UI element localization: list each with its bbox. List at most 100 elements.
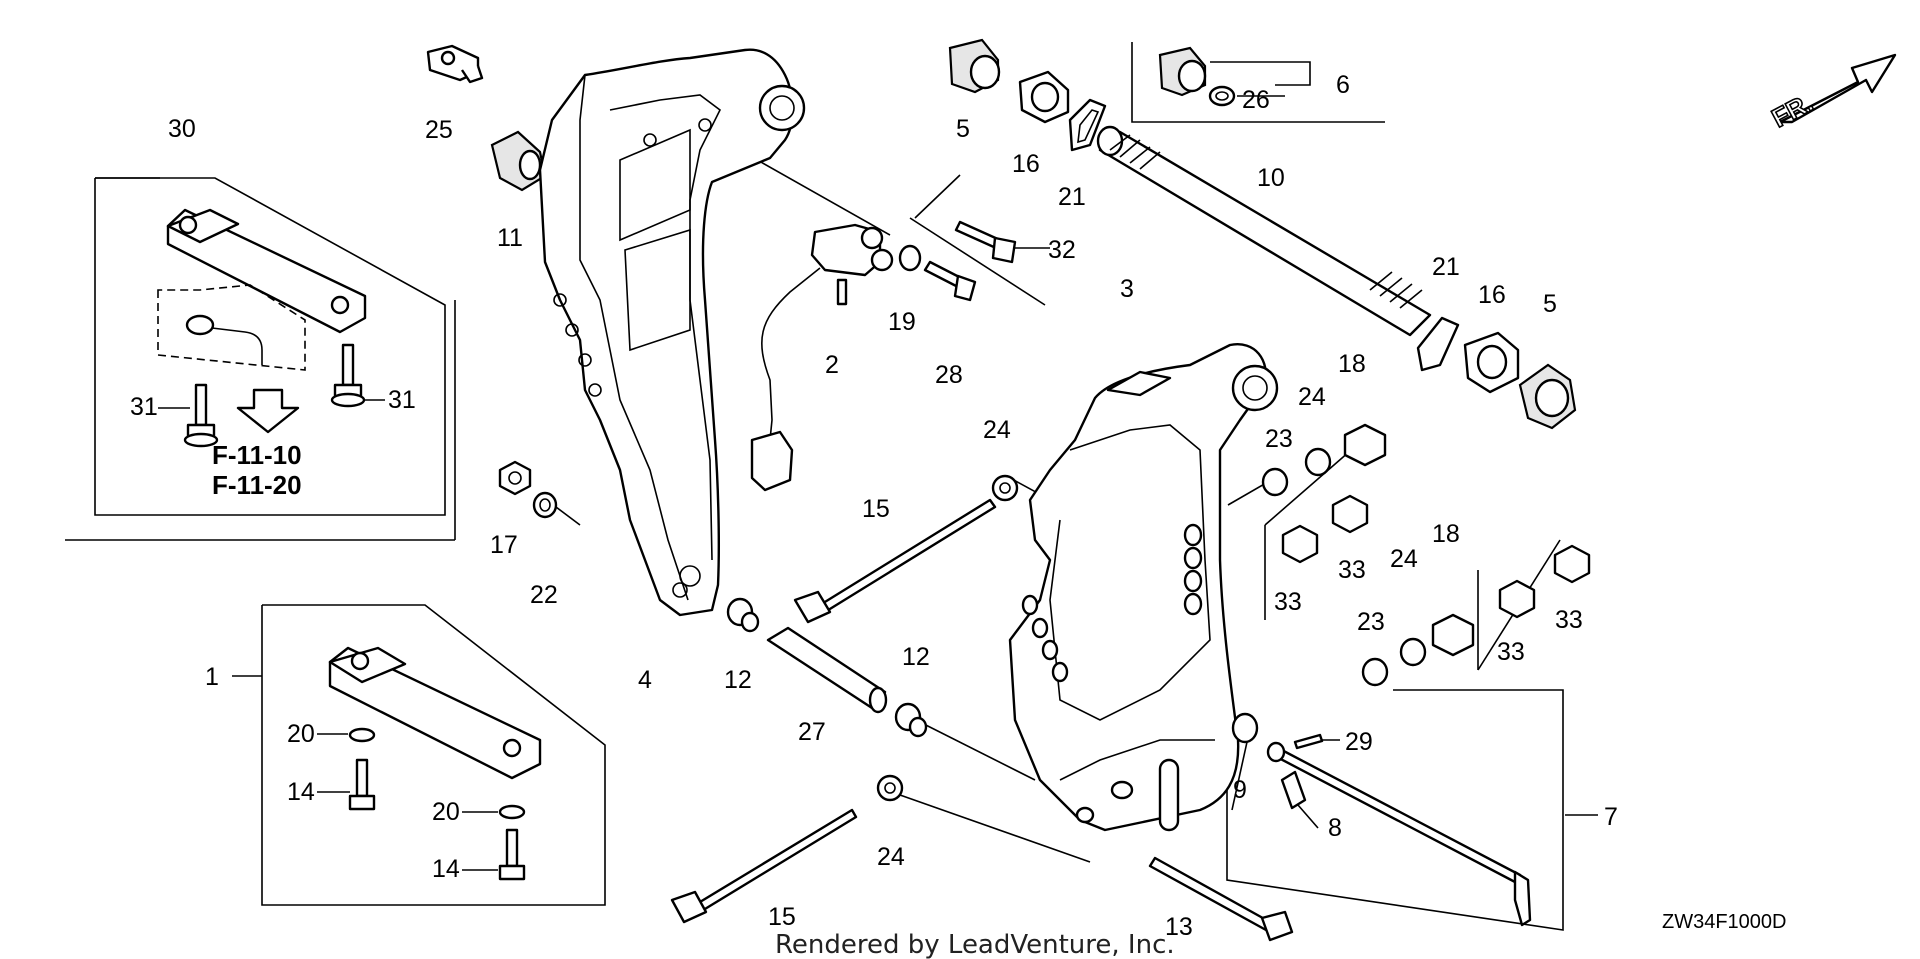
part-16-nut-top (1018, 70, 1070, 124)
group-box-7 (1226, 689, 1564, 931)
callout-19: 19 (888, 308, 916, 336)
callout-1: 1 (205, 663, 219, 691)
callout-15-upper: 15 (862, 495, 890, 523)
callout-24-right-upper: 24 (1298, 383, 1326, 411)
washer-23-upper (1261, 467, 1289, 497)
bolt-14-lower (498, 828, 526, 881)
part-29-pin (1293, 733, 1324, 750)
callout-30: 30 (168, 115, 196, 143)
washer-20-upper (348, 727, 376, 743)
bushing-12-left (726, 597, 760, 633)
washer-19 (898, 244, 922, 272)
callout-5-right: 5 (1543, 290, 1557, 318)
bolt-31-left (183, 383, 219, 448)
part-6-cap (1158, 46, 1207, 97)
callout-8: 8 (1328, 814, 1342, 842)
front-direction-arrow (1778, 53, 1897, 124)
callout-9: 9 (1233, 776, 1247, 804)
callout-16-right: 16 (1478, 281, 1506, 309)
callout-18-lower: 18 (1432, 520, 1460, 548)
callout-16-top: 16 (1012, 150, 1040, 178)
nut-17 (498, 460, 532, 496)
part-21-seal-top (1068, 98, 1107, 152)
washer-23-lower (1361, 657, 1389, 687)
callout-14-upper: 14 (287, 778, 315, 806)
group-box-1 (261, 604, 606, 906)
callout-12-left: 12 (724, 666, 752, 694)
callout-10: 10 (1257, 164, 1285, 192)
nut-18-lower (1431, 613, 1475, 657)
callout-23-upper: 23 (1265, 425, 1293, 453)
bolt-14-upper (348, 758, 376, 811)
callout-14-lower: 14 (432, 855, 460, 883)
callout-27: 27 (798, 718, 826, 746)
part-30-plate (157, 208, 367, 371)
callout-22: 22 (530, 581, 558, 609)
washer-24-right-upper (1304, 447, 1332, 477)
part-7-rod (1266, 741, 1532, 927)
callout-11: 11 (497, 224, 523, 252)
callout-33-c: 33 (1497, 638, 1525, 666)
part-3-bracket (1008, 343, 1279, 832)
callout-20-upper: 20 (287, 720, 315, 748)
bolt-31-right (330, 343, 366, 408)
part-25-clip (426, 44, 484, 84)
callout-23-lower: 23 (1357, 608, 1385, 636)
callout-13: 13 (1165, 913, 1193, 941)
leader-6 (1210, 61, 1311, 86)
nut-18-upper (1343, 423, 1387, 467)
callout-29: 29 (1345, 728, 1373, 756)
part-11-bushing (490, 130, 547, 192)
washer-22 (532, 491, 558, 519)
bolt-15-lower (670, 808, 858, 924)
part-27-tube (766, 626, 888, 714)
part-1-plate (328, 646, 542, 780)
callout-12-right: 12 (902, 643, 930, 671)
nut-33-d (1553, 544, 1591, 584)
callout-21-top: 21 (1058, 183, 1086, 211)
part-4-bracket (538, 48, 806, 617)
callout-28: 28 (935, 361, 963, 389)
callout-24-mid: 24 (983, 416, 1011, 444)
part-5-cap-right (1518, 363, 1577, 430)
reference-f-11-20: F-11-20 (212, 470, 302, 500)
part-26-ring (1208, 85, 1236, 107)
washer-24-lower (876, 774, 904, 802)
render-credit: Rendered by LeadVenture, Inc. (775, 930, 1175, 959)
drawing-code: ZW34F1000D (1662, 911, 1787, 933)
arrow-down-icon (236, 388, 300, 434)
callout-25: 25 (425, 116, 453, 144)
part-5-cap-top (948, 38, 1001, 94)
washer-24-upper (991, 474, 1019, 502)
part-8-clip (1280, 770, 1307, 810)
callout-33-d: 33 (1555, 606, 1583, 634)
callout-5-top: 5 (956, 115, 970, 143)
part-21-seal-right (1416, 316, 1460, 372)
callout-17: 17 (490, 531, 518, 559)
callout-6: 6 (1336, 71, 1350, 99)
bushing-12-right (894, 702, 928, 738)
callout-33-a: 33 (1274, 588, 1302, 616)
callout-4: 4 (638, 666, 652, 694)
group-box-6 (1131, 42, 1385, 123)
part-16-nut-right (1463, 331, 1520, 394)
callout-7: 7 (1604, 803, 1618, 831)
callout-labels: 1 2 3 4 5 5 6 7 8 9 10 11 12 12 13 14 14… (130, 71, 1618, 941)
callout-21-right: 21 (1432, 253, 1460, 281)
washer-24-right-lower (1399, 637, 1427, 667)
callout-24-right-lower: 24 (1390, 545, 1418, 573)
callout-15-lower: 15 (768, 903, 796, 931)
bolt-13 (1148, 856, 1294, 942)
callout-3: 3 (1120, 275, 1134, 303)
callout-18-upper: 18 (1338, 350, 1366, 378)
part-2-sensor (750, 223, 894, 492)
reference-f-11-10: F-11-10 (212, 440, 302, 470)
part-9-bushing (1231, 712, 1259, 744)
bolt-15-upper (793, 498, 997, 624)
group-box-30 (65, 177, 456, 541)
callout-32: 32 (1048, 236, 1076, 264)
callout-leaders (158, 95, 1598, 871)
front-direction-label: FR. (1767, 87, 1818, 133)
screw-28 (923, 260, 977, 302)
